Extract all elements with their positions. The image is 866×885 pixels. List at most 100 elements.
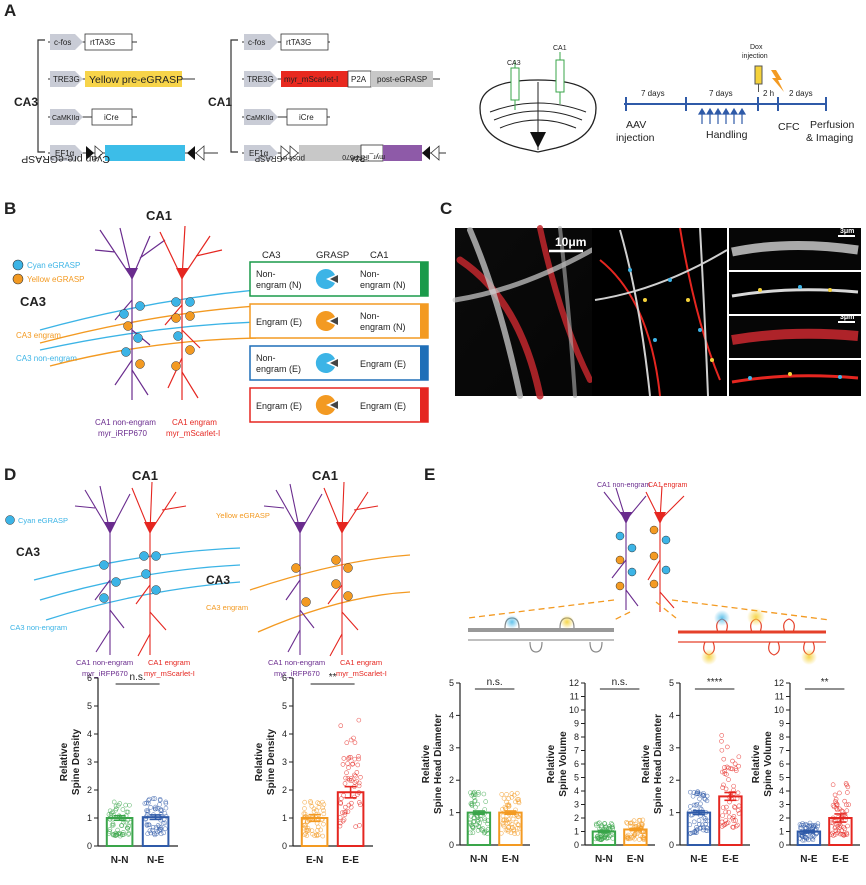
data-point xyxy=(119,832,125,837)
y-tick-label: 4 xyxy=(779,786,784,796)
data-point xyxy=(162,826,168,832)
table-cell-ca1: Engram (E) xyxy=(360,359,406,369)
data-point xyxy=(799,822,804,828)
data-point xyxy=(126,824,131,829)
gene-label: rtTA3G xyxy=(90,38,115,47)
data-point xyxy=(829,820,834,826)
data-point xyxy=(703,821,708,827)
y-tick-label: 2 xyxy=(87,785,92,795)
x-tick-label: E-N xyxy=(306,855,323,866)
data-point xyxy=(111,799,117,805)
y-tick-label: 12 xyxy=(774,678,784,688)
data-point xyxy=(603,824,608,830)
data-point xyxy=(697,805,703,811)
shock-icon xyxy=(771,70,784,92)
data-point xyxy=(107,829,112,834)
y-tick-label: 5 xyxy=(669,678,674,688)
data-point xyxy=(341,817,347,822)
data-point xyxy=(607,833,612,839)
data-point xyxy=(842,798,847,804)
data-point xyxy=(627,836,633,842)
data-point xyxy=(687,822,693,827)
table-row: Non-engram (E)Engram (E) xyxy=(249,345,429,381)
y-tick-label: 0 xyxy=(779,840,784,850)
y-tick-label: 9 xyxy=(574,719,579,729)
data-point xyxy=(726,777,731,782)
data-point xyxy=(161,816,167,822)
data-point xyxy=(303,831,308,836)
y-tick-label: 0 xyxy=(449,840,454,850)
data-point xyxy=(725,744,730,750)
cell-label-engram-2: myr_mScarlet-I xyxy=(166,429,220,438)
data-point xyxy=(506,796,511,801)
data-point xyxy=(356,783,362,789)
data-point xyxy=(733,768,739,773)
gene-label: Yellow pre-eGRASP xyxy=(89,74,183,86)
data-point xyxy=(729,796,734,802)
data-point xyxy=(302,806,307,811)
event-cfc: CFC xyxy=(778,121,800,133)
ca1-construct-4: EF1α post-eGRASP P2A myr_iRFP670 xyxy=(242,144,446,163)
table-cell-ca1: Engram (E) xyxy=(360,401,406,411)
b-ca1-title: CA1 xyxy=(146,208,172,223)
data-point xyxy=(830,830,835,836)
y-tick-label: 1 xyxy=(574,827,579,837)
data-point xyxy=(353,773,358,779)
legend-cyan: Cyan eGRASP xyxy=(27,261,80,270)
data-point xyxy=(698,801,703,807)
cell-label-nonengram-1: CA1 non-engram xyxy=(95,418,156,427)
data-point xyxy=(514,790,520,796)
data-point xyxy=(342,812,348,817)
data-point xyxy=(348,804,354,810)
data-point xyxy=(163,805,169,811)
grasp-post-icon xyxy=(330,401,338,409)
data-point xyxy=(161,830,166,836)
interval-label: 7 days xyxy=(641,89,665,98)
data-point xyxy=(316,801,322,806)
data-point xyxy=(468,790,473,795)
promoter-label: c-fos xyxy=(248,38,265,47)
data-point xyxy=(609,824,615,830)
panel-e-schematic: CA1 non-engram CA1 engram xyxy=(467,482,831,665)
y-tick-label: 6 xyxy=(282,673,287,683)
data-point xyxy=(844,808,850,813)
data-point xyxy=(124,825,130,830)
y-tick-label: 5 xyxy=(282,701,287,711)
table-row-frame xyxy=(249,261,429,297)
table-header-ca3: CA3 xyxy=(262,250,280,261)
data-point xyxy=(123,802,128,808)
data-point xyxy=(836,828,842,834)
ca3-construct-1: c-fos rtTA3G xyxy=(48,33,137,51)
y-tick-label: 4 xyxy=(574,786,579,796)
data-point xyxy=(485,827,491,832)
data-point xyxy=(833,818,838,824)
data-point xyxy=(735,790,741,796)
y-tick-label: 3 xyxy=(574,800,579,810)
traced-puncta xyxy=(628,268,714,362)
brain-label-ca1: CA1 xyxy=(553,45,567,52)
dox-syringe-icon xyxy=(754,65,763,92)
data-point xyxy=(730,758,735,764)
scale-bar-10um: 10μm xyxy=(555,235,586,249)
promoter-label: TRE3G xyxy=(247,75,274,84)
data-point xyxy=(150,796,156,801)
d-right-cell-1: CA1 non-engram xyxy=(268,658,325,667)
data-point xyxy=(641,833,647,838)
data-point xyxy=(725,820,731,826)
data-point xyxy=(477,820,483,826)
axon-label-engram: CA3 engram xyxy=(16,331,61,340)
data-point xyxy=(736,811,742,816)
data-point xyxy=(693,803,699,808)
panel-label-b: B xyxy=(4,199,16,218)
d-left-cell-1: CA1 non-engram xyxy=(76,658,133,667)
ca3-construct-2: TRE3G Yellow pre-eGRASP xyxy=(48,71,195,87)
panel-d-right-schematic: CA1 CA3 Yellow eGRASP CA3 engram CA1 non… xyxy=(206,468,411,678)
y-tick-label: 4 xyxy=(669,710,674,720)
y-tick-label: 7 xyxy=(779,746,784,756)
data-point xyxy=(111,832,116,838)
table-row-color-tab xyxy=(420,304,428,338)
data-point xyxy=(726,765,731,771)
ca1-construct-1: c-fos rtTA3G xyxy=(242,33,330,51)
data-point xyxy=(501,796,507,801)
data-point xyxy=(701,790,706,796)
